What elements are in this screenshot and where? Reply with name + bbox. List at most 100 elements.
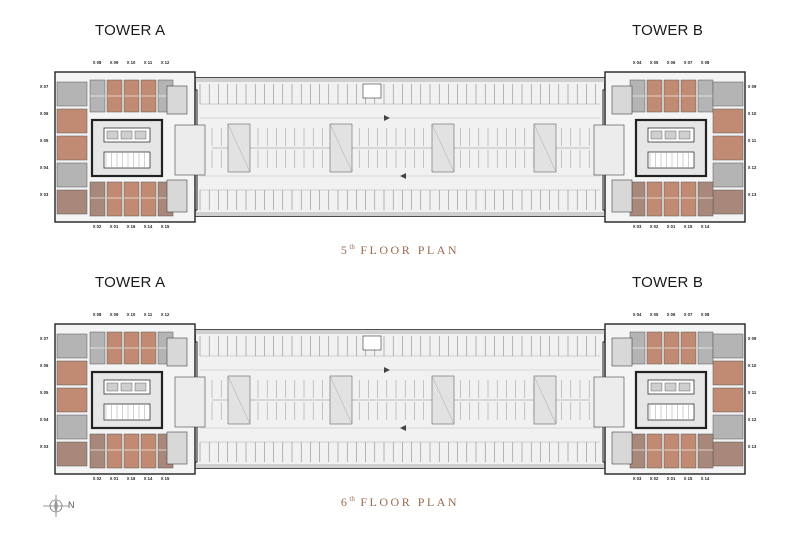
unit-label: X 09 (748, 336, 757, 341)
unit-label: X 11 (144, 312, 153, 317)
unit-label: X 02 (93, 476, 102, 481)
lift-car (134, 130, 147, 140)
unit-label: X 03 (40, 192, 49, 197)
tower-a-title: TOWER A (95, 274, 166, 291)
north-compass-icon (43, 495, 69, 517)
lift-car (650, 130, 663, 140)
unit-label: X 10 (748, 363, 757, 368)
unit-label: X 09 (110, 60, 119, 65)
ramp-diagonal (533, 123, 557, 173)
unit-tower-a-bottom (140, 181, 157, 217)
tower-b-stair (611, 337, 633, 367)
floor-caption-text: FLOOR PLAN (360, 495, 460, 509)
unit-label: X 02 (650, 476, 659, 481)
unit-label: X 07 (684, 60, 693, 65)
lift-car (134, 382, 147, 392)
stair-box (362, 83, 382, 99)
stair-box (362, 335, 382, 351)
unit-label: X 01 (110, 224, 119, 229)
unit-tower-a-left (56, 387, 88, 413)
tower-b-title: TOWER B (632, 22, 704, 39)
unit-tower-a-left (56, 441, 88, 467)
tower-a-stair (166, 337, 188, 367)
unit-tower-a-bottom (140, 433, 157, 469)
unit-label: X 04 (633, 312, 642, 317)
ramp-diagonal (533, 375, 557, 425)
unit-label: X 11 (748, 138, 757, 143)
unit-label: X 01 (667, 224, 676, 229)
unit-label: X 16 (127, 224, 136, 229)
lift-car (664, 382, 677, 392)
unit-tower-a-left (56, 333, 88, 359)
floor-number: 5 (340, 243, 350, 257)
parking-wall-top (195, 78, 605, 82)
unit-label: X 15 (161, 476, 170, 481)
unit-label: X 15 (161, 224, 170, 229)
unit-tower-a-left (56, 108, 88, 134)
unit-tower-a-bottom (106, 433, 123, 469)
unit-tower-a-left (56, 162, 88, 188)
unit-tower-a-bottom (123, 433, 140, 469)
lift-car (106, 382, 119, 392)
floor-suffix: th (349, 495, 355, 503)
unit-label: X 10 (127, 312, 136, 317)
unit-tower-a-left (56, 189, 88, 215)
unit-label: X 05 (650, 312, 659, 317)
unit-label: X 05 (650, 60, 659, 65)
unit-label: X 06 (40, 363, 49, 368)
unit-label: X 13 (748, 192, 757, 197)
unit-tower-a-bottom (123, 181, 140, 217)
tower-b-title: TOWER B (632, 274, 704, 291)
parking-wall-top (195, 330, 605, 334)
unit-label: X 10 (127, 60, 136, 65)
unit-tower-b-bottom (697, 181, 714, 217)
unit-tower-b-right (712, 81, 744, 107)
unit-tower-b-right (712, 135, 744, 161)
unit-tower-a-bottom (89, 433, 106, 469)
unit-label: X 11 (748, 390, 757, 395)
unit-label: X 06 (40, 111, 49, 116)
unit-tower-a-bottom (106, 181, 123, 217)
unit-tower-b-bottom (680, 433, 697, 469)
unit-tower-a-left (56, 135, 88, 161)
floor-plan-caption-6: 6th FLOOR PLAN (0, 495, 800, 510)
unit-label: X 08 (701, 312, 710, 317)
unit-label: X 04 (40, 165, 49, 170)
unit-tower-b-right (712, 333, 744, 359)
parking-wall-bottom (195, 464, 605, 468)
floor-caption-text: FLOOR PLAN (360, 243, 460, 257)
ramp-diagonal (227, 375, 251, 425)
stair-core (103, 403, 151, 421)
unit-tower-b-right (712, 108, 744, 134)
tower-a-stair (166, 179, 188, 213)
unit-tower-a-left (56, 414, 88, 440)
unit-tower-b-bottom (663, 181, 680, 217)
unit-tower-b-right (712, 360, 744, 386)
tower-b-stair (611, 179, 633, 213)
floor-plan-caption-5: 5th FLOOR PLAN (0, 243, 800, 258)
unit-label: X 09 (748, 84, 757, 89)
unit-tower-b-bottom (646, 181, 663, 217)
unit-label: X 04 (633, 60, 642, 65)
unit-label: X 08 (93, 312, 102, 317)
unit-tower-b-right (712, 162, 744, 188)
unit-tower-b-bottom (663, 433, 680, 469)
unit-tower-b-right (712, 387, 744, 413)
tower-a-stair (166, 431, 188, 465)
traffic-arrow-icon (384, 367, 390, 373)
unit-label: X 12 (161, 312, 170, 317)
unit-label: X 15 (684, 224, 693, 229)
parking-wall-bottom (195, 212, 605, 216)
unit-label: X 04 (40, 417, 49, 422)
north-label: N (68, 500, 75, 510)
traffic-arrow-icon (400, 173, 406, 179)
unit-tower-b-right (712, 189, 744, 215)
traffic-arrow-icon (384, 115, 390, 121)
unit-tower-a-left (56, 360, 88, 386)
unit-label: X 08 (701, 60, 710, 65)
unit-tower-b-right (712, 441, 744, 467)
ramp-diagonal (329, 123, 353, 173)
unit-label: X 09 (110, 312, 119, 317)
tower-b-lobby (593, 376, 625, 428)
